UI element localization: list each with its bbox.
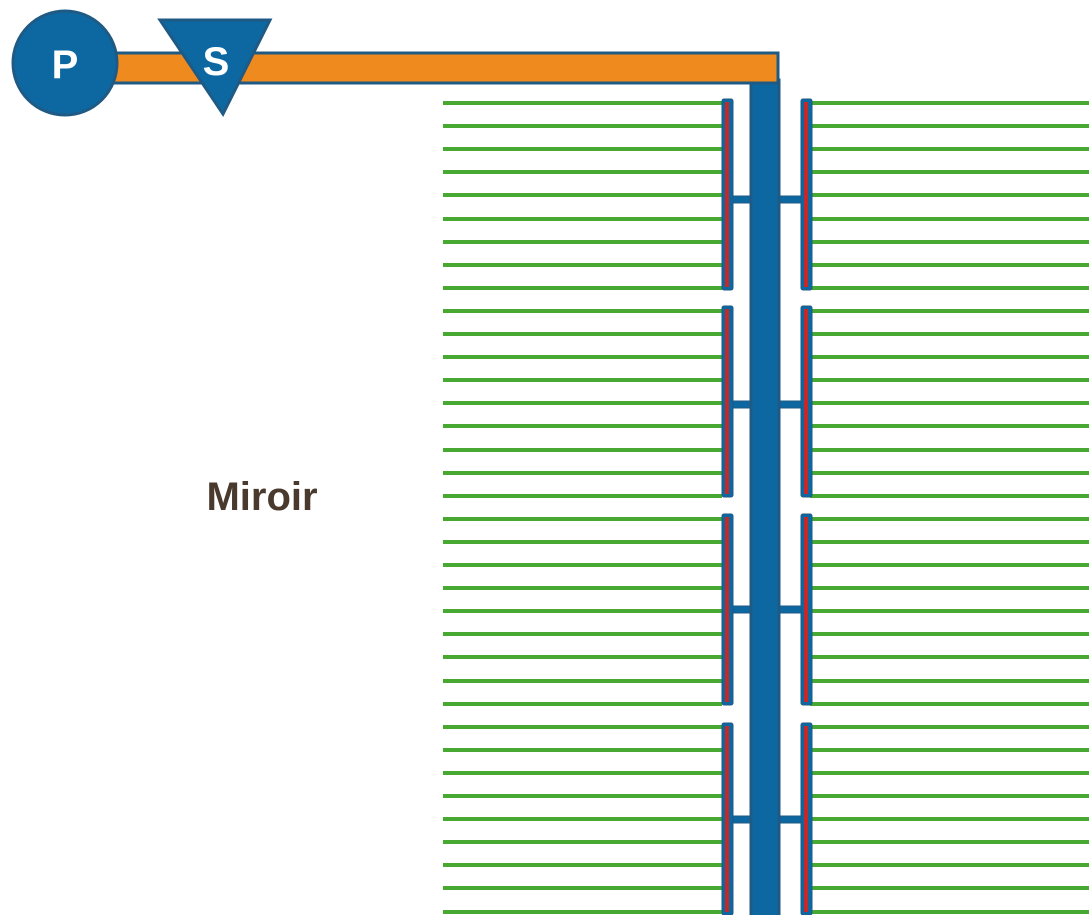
pump-icon: [11, 9, 119, 117]
sector-lateral-core-right: [804, 102, 808, 287]
sector-lateral-core-left: [725, 102, 729, 287]
sector-lateral-core-right: [804, 309, 808, 494]
sector-connector-right: [778, 605, 802, 614]
main-manifold: [749, 78, 781, 915]
sector-lateral-core-left: [725, 309, 729, 494]
sector-laterals: [721, 98, 813, 915]
mirror-label: Miroir: [206, 475, 317, 519]
filter-symbol: S: [157, 18, 273, 117]
sector-connector-right: [778, 400, 802, 409]
pump-symbol: P: [11, 9, 119, 117]
drip-rows: [443, 101, 1089, 914]
filter-icon: [157, 18, 273, 117]
sector-lateral-core-right: [804, 517, 808, 702]
pump-label: P: [52, 43, 79, 87]
sector-lateral-core-left: [725, 726, 729, 912]
sector-lateral-core-right: [804, 726, 808, 912]
sector-connector-right: [778, 195, 802, 204]
sector-connector-right: [778, 815, 802, 824]
sector-lateral-core-left: [725, 517, 729, 702]
filter-label: S: [203, 40, 230, 84]
